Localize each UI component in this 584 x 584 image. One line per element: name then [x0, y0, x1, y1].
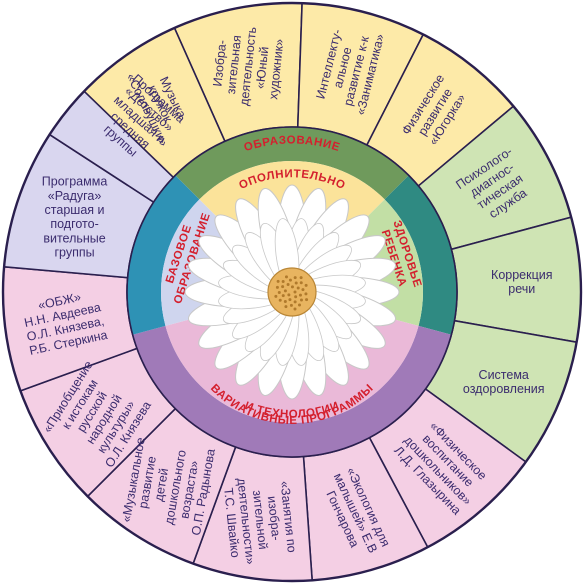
segment-line: старшая и: [45, 203, 105, 217]
ring-outline: [126, 126, 458, 458]
seed-dot: [305, 298, 309, 302]
seed-dot: [277, 291, 281, 295]
ring-quadrant-1: [175, 127, 409, 200]
seed-dot: [298, 303, 301, 307]
ring-quadrant-4: [127, 175, 200, 335]
seed-dot: [301, 288, 305, 292]
seed-dot: [284, 305, 288, 309]
seed-dot: [293, 300, 297, 304]
seed-dot: [296, 286, 300, 290]
seed-dot: [304, 292, 308, 296]
seed-dot: [293, 276, 297, 280]
seed-dot: [275, 285, 279, 289]
seed-dot: [288, 278, 292, 282]
segment-line: изобра-: [265, 495, 284, 541]
seed-dot: [283, 300, 287, 304]
segment-13-text: Программа«Радуга»старшая иподгото-витель…: [42, 175, 108, 260]
seed-dot: [274, 294, 278, 298]
seed-dot: [287, 293, 291, 297]
segment-line: речи: [508, 282, 535, 296]
segment-line: зительная: [224, 35, 244, 95]
seed-dot: [294, 281, 298, 285]
ring-quadrant-2: [384, 175, 457, 335]
flower-center: [267, 267, 317, 317]
seed-dot: [289, 303, 293, 307]
seed-dot: [304, 283, 308, 287]
daisy-flower-icon: [184, 184, 400, 400]
seed-dot: [288, 298, 292, 302]
seed-dot: [281, 285, 285, 289]
seed-dot: [299, 298, 303, 302]
segment-line: детей: [152, 467, 172, 502]
segment-line: Система: [479, 368, 529, 382]
seed-dot: [299, 276, 303, 280]
seed-dot: [290, 285, 294, 289]
segment-line: Изобра-: [210, 39, 229, 87]
seed-dot: [299, 281, 303, 285]
segment-9-text: «Занятия поизобра-зительнойдеятельности»…: [221, 477, 299, 565]
seed-dot: [286, 282, 290, 286]
seed-dot: [281, 279, 285, 283]
seed-dot: [293, 290, 297, 294]
segment-line: Программа: [42, 175, 108, 189]
segment-line: художник»: [266, 38, 286, 100]
seed-dot: [278, 298, 282, 302]
segment-line: подгото-: [50, 217, 98, 231]
segment-line: оздоровления: [463, 382, 545, 396]
seed-dot: [284, 275, 288, 279]
seed-dot: [294, 295, 298, 299]
segment-line: группы: [54, 246, 94, 260]
seed-dot: [276, 279, 280, 283]
category-ring: [126, 126, 458, 458]
segment-line: вительные: [43, 231, 105, 245]
segment-line: «Радуга»: [48, 189, 102, 203]
seed-dot: [281, 294, 285, 298]
segment-1-text: Изобра-зительнаядеятельность«Юныйхудожни…: [210, 26, 286, 106]
seed-dot: [293, 307, 297, 311]
ring-quadrant-3: [132, 325, 452, 457]
seed-dot: [283, 289, 287, 293]
segment-line: «Юный: [253, 46, 271, 90]
seed-dot: [298, 293, 302, 297]
segment-line: зительной: [250, 489, 270, 550]
segment-line: Коррекция: [491, 268, 552, 282]
